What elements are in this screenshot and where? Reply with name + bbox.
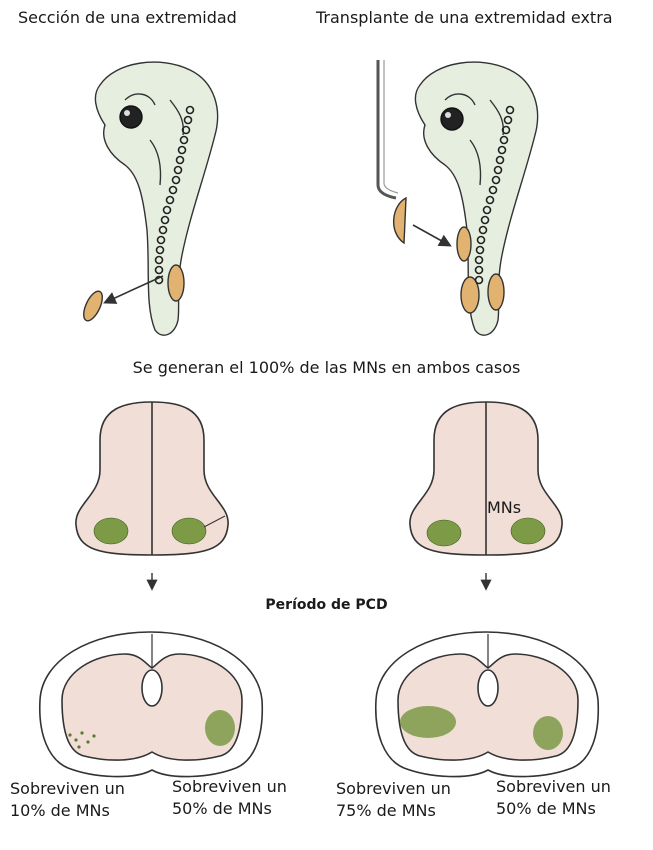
caption-left-removed-side: Sobreviven un 10% de MNs xyxy=(10,778,125,822)
caption-left-intact-side: Sobreviven un 50% de MNs xyxy=(172,776,287,820)
mns-label: MNs xyxy=(487,498,521,518)
spinal-cord-section-right xyxy=(376,632,599,777)
caption-line: 50% de MNs xyxy=(496,798,611,820)
caption-right-normal-side: Sobreviven un 50% de MNs xyxy=(496,776,611,820)
caption-line: 75% de MNs xyxy=(336,800,451,822)
spinal-cord-section-left xyxy=(40,632,263,777)
caption-line: Sobreviven un xyxy=(496,776,611,798)
embryo-left xyxy=(80,62,218,335)
caption-line: Sobreviven un xyxy=(10,778,125,800)
caption-right-extra-limb-side: Sobreviven un 75% de MNs xyxy=(336,778,451,822)
down-arrow xyxy=(152,573,486,588)
mn-generation-note: Se generan el 100% de las MNs en ambos c… xyxy=(0,358,653,378)
caption-line: 50% de MNs xyxy=(172,798,287,820)
caption-line: Sobreviven un xyxy=(336,778,451,800)
pipette-icon xyxy=(378,60,398,198)
caption-line: Sobreviven un xyxy=(172,776,287,798)
pcd-period-label: Período de PCD xyxy=(0,595,653,615)
embryo-right xyxy=(378,60,538,335)
caption-line: 10% de MNs xyxy=(10,800,125,822)
